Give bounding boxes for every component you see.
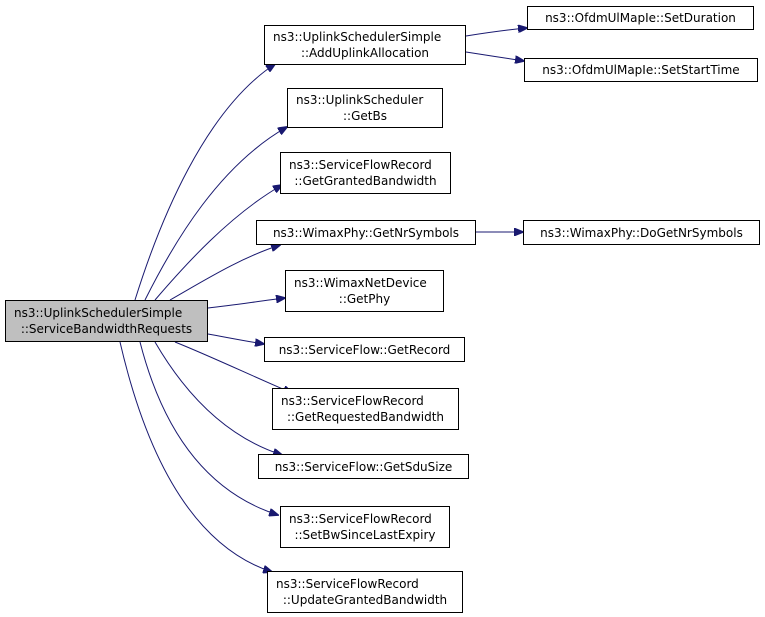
node-label: ns3::ServiceFlow::GetRecord — [278, 342, 451, 357]
edge-root-to-get-sdu-size — [154, 341, 282, 455]
edge-root-to-get-granted-bandwidth — [154, 185, 282, 301]
node-set-bw-since-last-expiry[interactable]: ns3::ServiceFlowRecord ::SetBwSinceLastE… — [280, 506, 450, 548]
node-label-line-1: ns3::UplinkSchedulerSimple — [14, 306, 183, 320]
edge-add-uplink-allocation-to-set-start-time — [465, 51, 524, 61]
node-get-granted-bandwidth[interactable]: ns3::ServiceFlowRecord ::GetGrantedBandw… — [280, 152, 451, 194]
node-set-start-time[interactable]: ns3::OfdmUlMapIe::SetStartTime — [524, 58, 758, 82]
node-add-uplink-allocation[interactable]: ns3::UplinkSchedulerSimple ::AddUplinkAl… — [264, 25, 466, 65]
node-get-bs[interactable]: ns3::UplinkScheduler ::GetBs — [287, 88, 443, 128]
edge-root-to-set-bw-since-last-expiry — [139, 341, 278, 515]
node-label-line-1: ns3::ServiceFlowRecord — [276, 577, 419, 591]
node-label-line-1: ns3::UplinkScheduler — [296, 93, 424, 107]
node-label: ns3::ServiceFlow::GetSduSize — [274, 459, 453, 474]
edge-root-to-get-nr-symbols — [169, 245, 280, 301]
node-label-line-2: ::ServiceBandwidthRequests — [20, 322, 193, 336]
node-label: ns3::OfdmUlMapIe::SetDuration — [545, 11, 736, 25]
node-set-duration[interactable]: ns3::OfdmUlMapIe::SetDuration — [527, 6, 754, 30]
node-label: ns3::WimaxPhy::GetNrSymbols — [272, 225, 460, 240]
node-label-line-2: ::GetGrantedBandwidth — [294, 174, 437, 188]
node-service-bandwidth-requests: ns3::UplinkSchedulerSimple ::ServiceBand… — [5, 300, 208, 342]
node-label-line-2: ::GetRequestedBandwidth — [286, 410, 445, 424]
node-get-record[interactable]: ns3::ServiceFlow::GetRecord — [264, 337, 465, 362]
node-label-line-1: ns3::WimaxNetDevice — [294, 276, 427, 290]
node-label-line-1: ns3::UplinkSchedulerSimple — [273, 30, 442, 44]
node-label-line-2: ::GetBs — [343, 109, 387, 123]
node-get-nr-symbols[interactable]: ns3::WimaxPhy::GetNrSymbols — [256, 220, 476, 245]
node-label-line-2: ::SetBwSinceLastExpiry — [294, 528, 436, 542]
node-get-requested-bandwidth[interactable]: ns3::ServiceFlowRecord ::GetRequestedBan… — [272, 388, 459, 430]
edge-root-to-get-bs — [144, 127, 287, 301]
node-label-line-1: ns3::ServiceFlowRecord — [289, 512, 432, 526]
node-label-line-1: ns3::ServiceFlowRecord — [281, 394, 424, 408]
node-label-line-2: ::AddUplinkAllocation — [300, 46, 430, 60]
node-update-granted-bandwidth[interactable]: ns3::ServiceFlowRecord ::UpdateGrantedBa… — [267, 571, 463, 613]
edge-root-to-get-record — [207, 333, 264, 344]
node-label: ns3::OfdmUlMapIe::SetStartTime — [542, 63, 740, 77]
edge-root-to-update-granted-bandwidth — [119, 341, 272, 572]
edge-root-to-get-requested-bandwidth — [174, 341, 292, 393]
node-label-line-2: ::GetPhy — [338, 292, 391, 306]
node-get-sdu-size[interactable]: ns3::ServiceFlow::GetSduSize — [258, 454, 469, 479]
node-label-line-1: ns3::ServiceFlowRecord — [289, 158, 432, 172]
node-label: ns3::WimaxPhy::DoGetNrSymbols — [540, 225, 743, 240]
edge-root-to-get-phy — [207, 298, 285, 309]
node-label-line-2: ::UpdateGrantedBandwidth — [282, 593, 448, 607]
edge-root-to-add-uplink-allocation — [134, 64, 275, 301]
node-get-phy[interactable]: ns3::WimaxNetDevice ::GetPhy — [285, 270, 444, 312]
node-do-get-nr-symbols[interactable]: ns3::WimaxPhy::DoGetNrSymbols — [523, 220, 760, 245]
edge-add-uplink-allocation-to-set-duration — [465, 28, 527, 37]
